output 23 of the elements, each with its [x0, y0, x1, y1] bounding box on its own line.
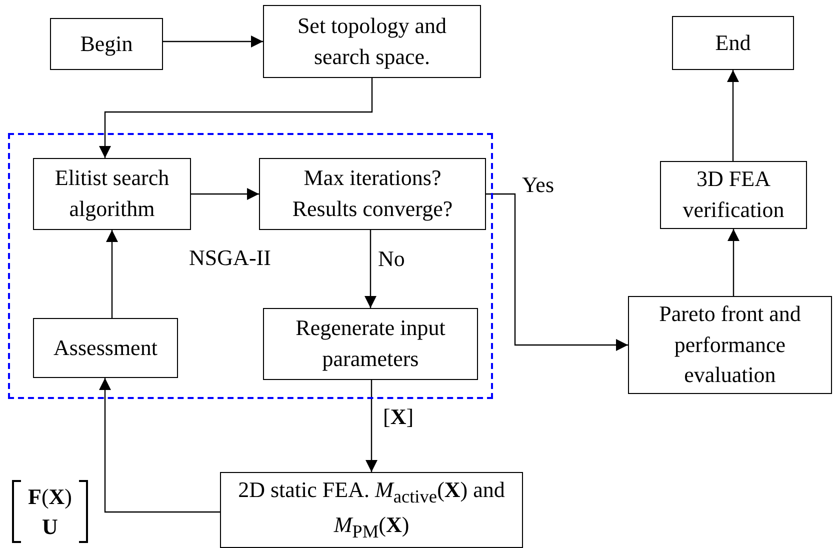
process-box: Max iterations? Results converge? [259, 158, 486, 230]
arrow [99, 78, 373, 158]
process-box: Assessment [33, 318, 178, 378]
arrow [486, 193, 628, 351]
process-box: 3D FEA verification [660, 161, 807, 229]
process-box: 2D static FEA. M$_{active}$(X) and M$_{PM}$(X) [220, 472, 523, 548]
arrow [106, 230, 118, 318]
arrow [727, 70, 739, 161]
group-title: NSGA-II [188, 244, 272, 272]
process-box: Set topology and search space. [263, 5, 481, 78]
arrow [728, 229, 740, 296]
arrow [364, 230, 376, 308]
matrix-label: F(X) U [12, 480, 88, 544]
arrow [191, 188, 259, 200]
process-box: Begin [50, 18, 163, 70]
process-box: Pareto front and performance evaluation [628, 296, 832, 394]
process-box: Regenerate input parameters [263, 308, 478, 380]
arrow [366, 380, 378, 472]
process-box: End [672, 16, 794, 70]
dashed-group-box [8, 133, 493, 399]
process-box: Elitist search algorithm [33, 158, 191, 230]
arrow [99, 378, 220, 513]
arrow [163, 36, 263, 48]
